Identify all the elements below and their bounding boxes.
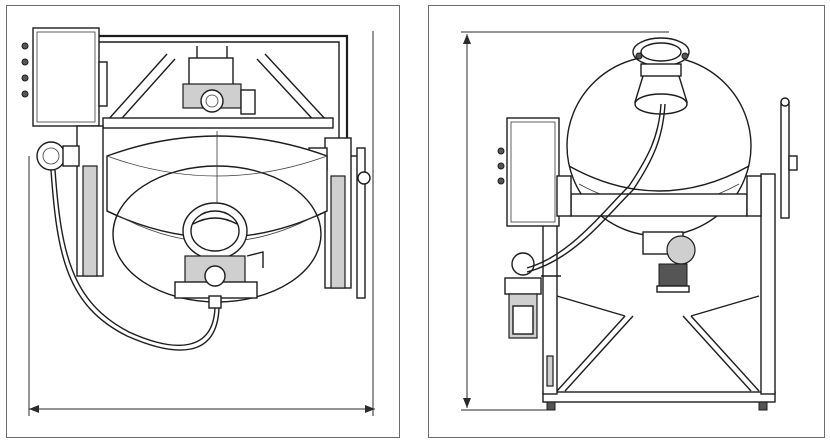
side-view-panel <box>428 5 825 438</box>
left-pillar <box>36 125 104 277</box>
side-control-box <box>497 117 560 227</box>
tank <box>556 55 762 237</box>
width-dimension <box>28 31 375 416</box>
front-view-panel <box>6 5 400 438</box>
control-box <box>21 27 108 127</box>
lid-assembly <box>174 202 264 309</box>
hose <box>50 169 220 351</box>
motor <box>642 231 696 293</box>
top-flange <box>632 37 690 115</box>
pump-unit <box>504 252 561 339</box>
top-frame <box>87 34 349 141</box>
side-view-drawing <box>461 31 798 411</box>
height-dimension <box>461 31 669 411</box>
right-pillar <box>308 137 371 299</box>
side-hose <box>526 103 666 273</box>
tilt-lever <box>780 97 798 219</box>
floor-frame <box>542 295 776 411</box>
front-view-drawing <box>21 27 375 416</box>
top-gear-assembly <box>182 46 256 115</box>
